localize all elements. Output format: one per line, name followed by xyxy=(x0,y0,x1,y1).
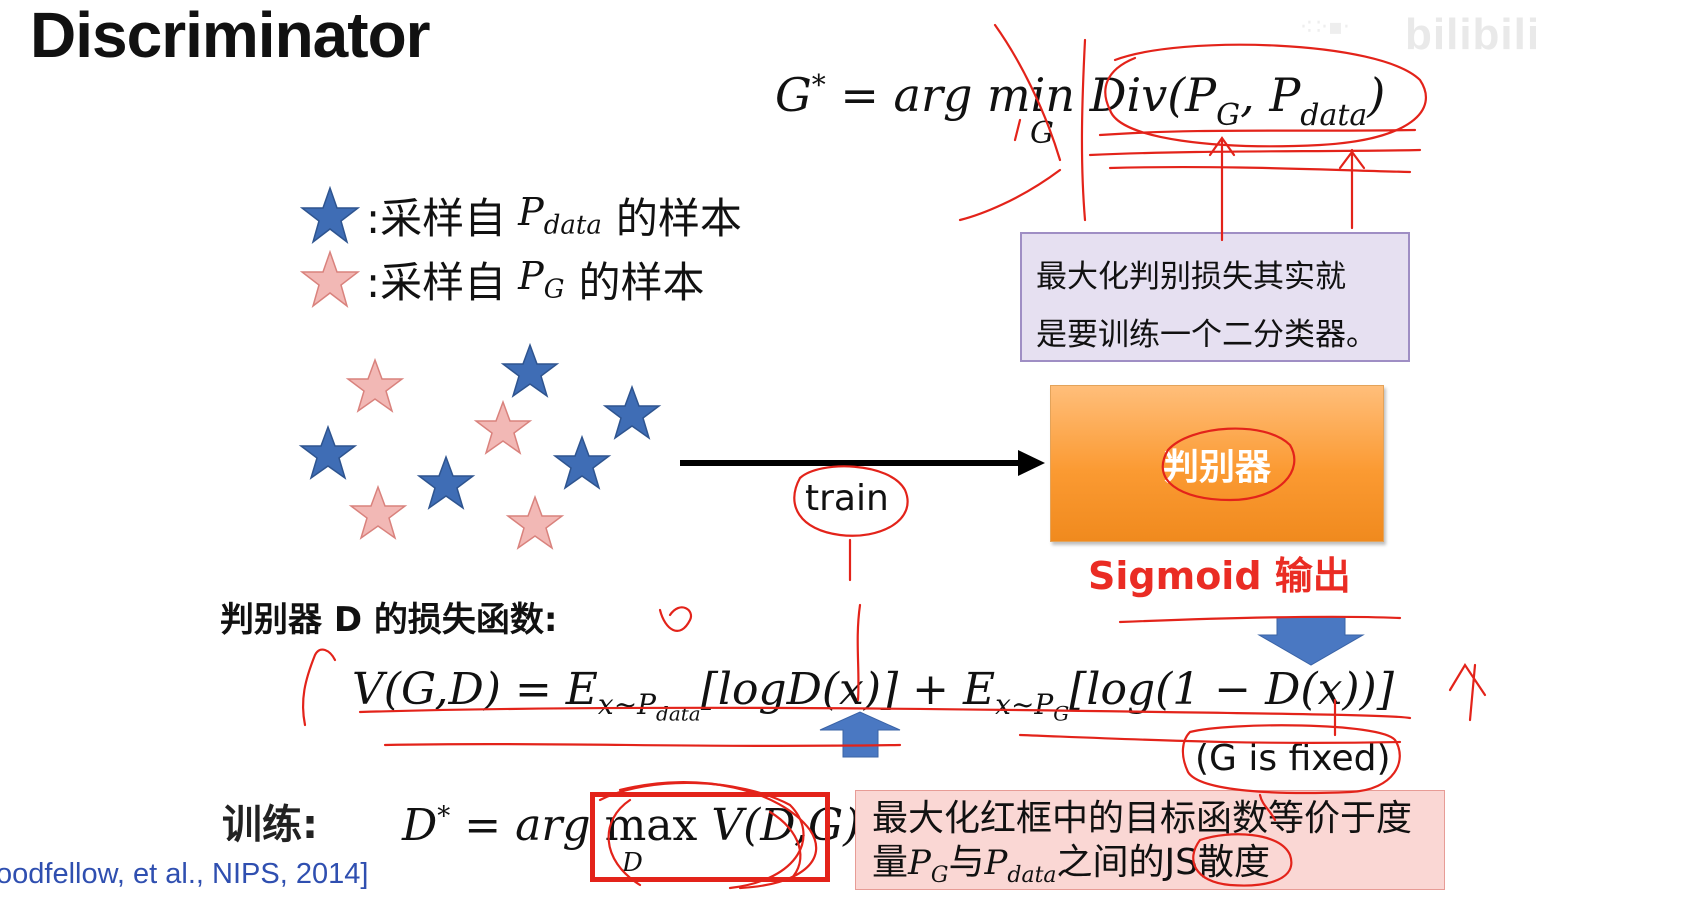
vf-e2-sub: x~P xyxy=(995,687,1054,721)
dstar-symbol: D xyxy=(402,800,438,851)
pg-symbol: P xyxy=(1185,68,1217,122)
binary-classifier-note: 最大化判别损失其实就 是要训练一个二分类器。 xyxy=(1020,232,1410,362)
pdata-symbol: P xyxy=(1269,68,1301,122)
js-divergence-note: 最大化红框中的目标函数等价于度 量PG与Pdata之间的JS散度 xyxy=(855,790,1445,890)
legend-fake: :采样自 PG 的样本 xyxy=(300,249,705,310)
watermark-logo: bilibili xyxy=(1405,10,1541,59)
up-arrow-icon xyxy=(819,711,901,758)
train-arrowhead xyxy=(1018,450,1045,476)
argmax-under: D xyxy=(622,848,643,878)
training-label: 训练: xyxy=(222,802,318,848)
legend-real-dist: Pdata xyxy=(518,190,602,241)
vf-lhs: V(G,D) = E xyxy=(352,664,598,715)
watermark-decoration: ·∷·▪· xyxy=(1300,15,1350,40)
pink-line-2: 量PG与Pdata之间的JS散度 xyxy=(872,842,1271,888)
pink-line-1: 最大化红框中的目标函数等价于度 xyxy=(872,798,1413,839)
note-line-1: 最大化判别损失其实就 xyxy=(1036,259,1346,295)
g-fixed-note: (G is fixed) xyxy=(1195,738,1391,779)
gstar-symbol: G xyxy=(775,68,812,122)
gstar-sup: * xyxy=(811,68,826,102)
div-function: Div xyxy=(1089,68,1168,122)
fixed-circle-annotation xyxy=(1181,724,1401,795)
value-function-equation: V(G,D) = Ex~Pdata[logD(x)] + Ex~PG[log(1… xyxy=(352,664,1394,725)
citation: oodfellow, et al., NIPS, 2014] xyxy=(0,858,369,890)
blue-star-icon xyxy=(300,185,360,244)
sigmoid-output-label: Sigmoid 输出 xyxy=(1088,554,1351,598)
slide-title: Discriminator xyxy=(30,0,431,71)
legend-real: :采样自 Pdata 的样本 xyxy=(300,185,742,246)
pink-star-icon xyxy=(300,249,360,308)
loss-function-title: 判别器 D 的损失函数: xyxy=(220,600,558,640)
vf-term1: [logD(x)] + E xyxy=(700,664,996,715)
red-highlight-box xyxy=(590,792,830,882)
div-circle-annotation xyxy=(1104,43,1427,148)
argmax-operator: = arg xyxy=(464,800,591,851)
legend-real-suffix: 的样本 xyxy=(615,194,742,243)
legend-real-prefix: :采样自 xyxy=(366,194,507,243)
note-line-2: 是要训练一个二分类器。 xyxy=(1036,317,1377,353)
pg-sub: G xyxy=(1216,98,1241,133)
pdata-sub: data xyxy=(1300,98,1368,133)
legend-fake-dist: PG xyxy=(518,254,565,305)
disc-circle-annotation xyxy=(1161,427,1296,502)
vf-e1-sub: x~P xyxy=(597,687,657,721)
train-label: train xyxy=(805,478,889,519)
down-arrow-icon xyxy=(1257,616,1365,666)
discriminator-label: 判别器 xyxy=(1162,446,1271,488)
vf-term2: [log(1 − D(x))] xyxy=(1069,664,1394,715)
legend-fake-prefix: :采样自 xyxy=(366,258,507,307)
vf-e1-subsub: data xyxy=(656,701,701,726)
legend-fake-suffix: 的样本 xyxy=(578,258,705,307)
train-circle-annotation xyxy=(793,465,909,537)
discriminator-box: 判别器 xyxy=(1050,385,1384,542)
dstar-sup: * xyxy=(437,801,451,832)
vf-e2-subsub: G xyxy=(1053,701,1070,726)
